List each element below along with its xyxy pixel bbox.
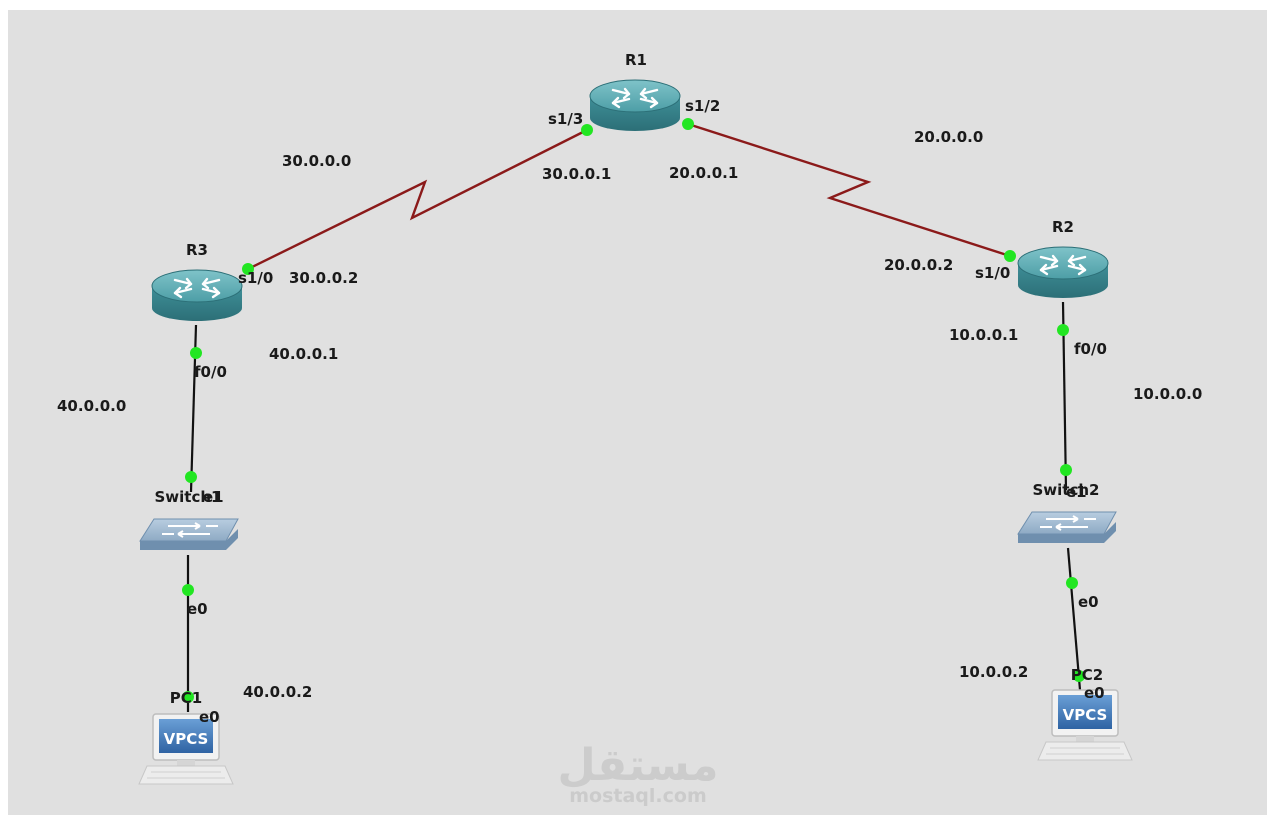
ip-label-r3-f0-0: 40.0.0.1 (269, 345, 338, 363)
serial-link-r1-r2[interactable] (687, 122, 1011, 258)
port-dot-switch2-e0 (1066, 577, 1078, 589)
label-pc2: PC2 (1071, 666, 1103, 684)
network-label-10: 10.0.0.0 (1133, 385, 1202, 403)
port-label-r3-f0-0: f0/0 (194, 363, 227, 381)
vpcs-pc1[interactable]: VPCS (138, 713, 234, 785)
port-label-r2-f0-0: f0/0 (1074, 340, 1107, 358)
port-label-switch2-e1: e1 (1066, 483, 1087, 501)
port-dot-r2-f0-0 (1057, 324, 1069, 336)
switch-icon (139, 518, 239, 551)
network-label-20: 20.0.0.0 (914, 128, 983, 146)
label-switch2: Switch2 (1033, 481, 1100, 499)
switch-switch1[interactable] (139, 518, 239, 551)
ip-label-pc2: 10.0.0.2 (959, 663, 1028, 681)
port-dot-r1-s1-2 (682, 118, 694, 130)
port-label-switch1-e0: e0 (187, 600, 208, 618)
ip-label-r1-s1-3: 30.0.0.1 (542, 165, 611, 183)
ip-label-pc1: 40.0.0.2 (243, 683, 312, 701)
port-dot-r3-s1-0 (242, 263, 254, 275)
ip-label-r1-s1-2: 20.0.0.1 (669, 164, 738, 182)
network-label-40: 40.0.0.0 (57, 397, 126, 415)
port-dot-switch1-e1 (185, 471, 197, 483)
port-label-r2-s1-0: s1/0 (975, 264, 1010, 282)
port-label-r1-s1-2: s1/2 (685, 97, 720, 115)
port-label-switch2-e0: e0 (1078, 593, 1099, 611)
port-label-switch1-e1: e1 (203, 488, 224, 506)
router-r1[interactable] (588, 78, 682, 133)
port-label-pc1-e0: e0 (199, 708, 220, 726)
label-pc1: PC1 (170, 689, 202, 707)
port-dot-switch2-e1 (1060, 464, 1072, 476)
label-r2: R2 (1052, 218, 1074, 236)
ip-label-r2-f0-0: 10.0.0.1 (949, 326, 1018, 344)
router-r2[interactable] (1016, 245, 1110, 300)
port-dot-pc1-e0 (182, 691, 194, 703)
router-icon (1016, 245, 1110, 300)
port-label-pc2-e0: e0 (1084, 684, 1105, 702)
port-dot-pc2-e0 (1073, 670, 1085, 682)
pc2-screen-text: VPCS (1063, 706, 1108, 724)
ip-label-r3-s1-0: 30.0.0.2 (289, 269, 358, 287)
canvas-background (8, 10, 1267, 815)
port-label-r3-s1-0: s1/0 (238, 269, 273, 287)
watermark-latin: mostaql.com (569, 785, 707, 807)
label-switch1: Switch1 (155, 488, 222, 506)
port-dot-switch1-e0 (182, 584, 194, 596)
ip-label-r2-s1-0: 20.0.0.2 (884, 256, 953, 274)
router-r3[interactable] (150, 268, 244, 323)
switch-icon (1017, 511, 1117, 544)
port-label-r1-s1-3: s1/3 (548, 110, 583, 128)
label-r3: R3 (186, 241, 208, 259)
label-r1: R1 (625, 51, 647, 69)
router-icon (150, 268, 244, 323)
pc1-screen-text: VPCS (164, 730, 209, 748)
port-dot-r2-s1-0 (1004, 250, 1016, 262)
network-label-30: 30.0.0.0 (282, 152, 351, 170)
watermark-arabic: مستقل (558, 740, 719, 791)
router-icon (588, 78, 682, 133)
switch-switch2[interactable] (1017, 511, 1117, 544)
ethernet-link-switch2-pc2[interactable] (1066, 547, 1082, 691)
port-dot-r3-f0-0 (190, 347, 202, 359)
vpcs-pc2[interactable]: VPCS (1037, 689, 1133, 761)
port-dot-r1-s1-3 (581, 124, 593, 136)
serial-link-r1-r3[interactable] (247, 128, 588, 271)
